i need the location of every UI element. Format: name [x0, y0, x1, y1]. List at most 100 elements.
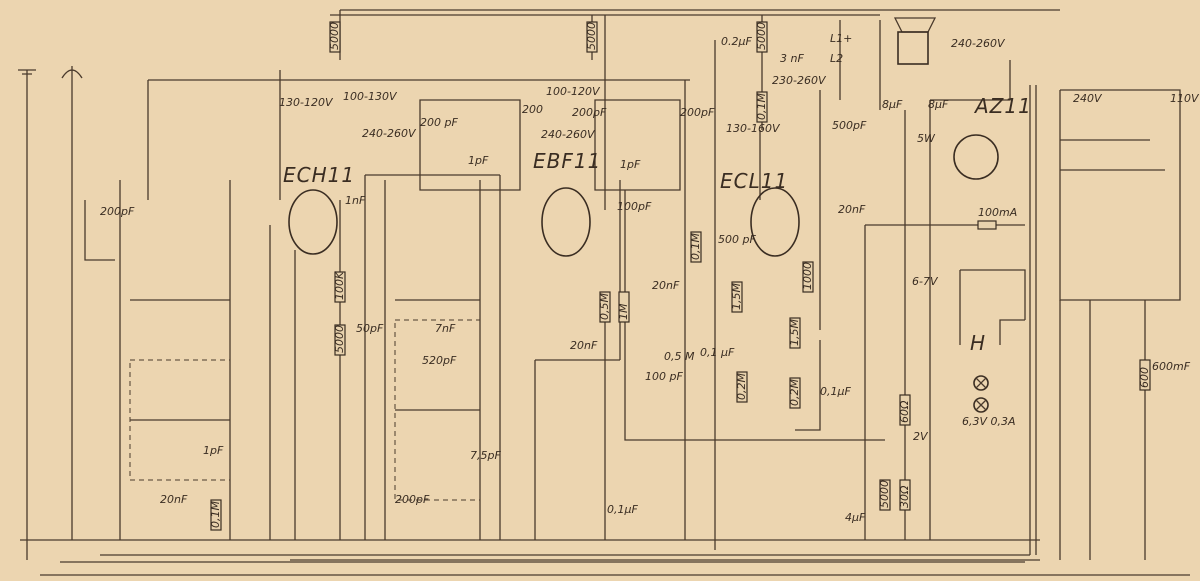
resistor: 0,2M — [788, 377, 801, 409]
ground-icon — [18, 69, 36, 560]
voltage-label: 230-260V — [772, 74, 827, 87]
resistor-label: 0,1M — [689, 233, 702, 260]
mains-selector-label: 110V — [1170, 92, 1200, 105]
capacitor-label: 8µF — [928, 98, 949, 111]
wire — [999, 319, 1025, 345]
tube-label-ebf11: EBF11 — [533, 149, 601, 173]
capacitor-label: 200pF — [572, 106, 607, 119]
resistor: 5000 — [333, 324, 346, 356]
wire — [419, 99, 521, 191]
wire — [960, 269, 1026, 320]
voltage-label: 2V — [913, 430, 929, 443]
capacitor-label: 200 — [522, 103, 543, 116]
capacitor-label: 200pF — [395, 493, 430, 506]
resistor: 0,1M — [689, 231, 702, 263]
resistor-label: 5000 — [755, 22, 768, 50]
resistor-label: 0,2M — [735, 373, 748, 400]
resistor-label: 1000 — [801, 262, 814, 290]
capacitor-label: 7,5pF — [470, 449, 501, 462]
resistor-label: 5W — [917, 132, 936, 145]
resistor-label: 0,5M — [598, 293, 611, 320]
voltage-label: 100-120V — [546, 85, 601, 98]
resistor-label: 1,5M — [730, 283, 743, 310]
capacitor-label: 1pF — [203, 444, 224, 457]
resistor: 5000 — [878, 479, 891, 511]
capacitor-label: 0,1µF — [820, 385, 851, 398]
resistor: 0,5M — [598, 291, 611, 323]
resistor: 1,5M — [788, 317, 801, 349]
tube-ecl11: ECL11 — [720, 169, 800, 257]
capacitor-label: 7nF — [435, 322, 456, 335]
resistor: 30Ω — [898, 479, 911, 511]
resistor: 1,5M — [730, 281, 743, 313]
capacitor-label: 1pF — [468, 154, 489, 167]
tube-label-ecl11: ECL11 — [720, 169, 788, 193]
resistor: 60Ω — [898, 394, 911, 426]
voltage-label: 240-260V — [541, 128, 596, 141]
capacitor-label: 50pF — [356, 322, 384, 335]
capacitor-label: 1nF — [345, 194, 366, 207]
shield-outline — [394, 319, 481, 501]
capacitor-label: 0.2µF — [721, 35, 752, 48]
wire — [594, 99, 681, 191]
wires — [20, 9, 1190, 576]
resistor-label: 0,1M — [209, 501, 222, 528]
volume-pot-label: 0,5 M — [664, 350, 695, 363]
capacitor-label: 500 pF — [718, 233, 756, 246]
capacitor-label: 1pF — [620, 158, 641, 171]
capacitor-label: 200pF — [680, 106, 715, 119]
resistor-label: 60Ω — [898, 400, 911, 423]
tube-ebf11: EBF11 — [533, 149, 601, 257]
capacitor-label: 8µF — [882, 98, 903, 111]
resistor-label: 1M — [617, 303, 630, 320]
coil-label: L1+ — [830, 32, 852, 45]
voltage-label: 240-260V — [951, 37, 1006, 50]
wire — [795, 340, 821, 431]
voltage-label: 130-160V — [726, 122, 781, 135]
tube-az11: AZ11 — [953, 94, 1032, 180]
resistor-label: 30Ω — [898, 485, 911, 508]
voltage-label: 100-130V — [343, 90, 398, 103]
resistor-label: 5000 — [328, 22, 341, 50]
resistor: 1000 — [801, 261, 814, 293]
resistor: 0,1M — [209, 499, 222, 531]
resistor-label: 1,5M — [788, 319, 801, 346]
capacitor-label: 520pF — [422, 354, 457, 367]
resistor: 100K — [333, 271, 346, 303]
capacitor-label: 500pF — [832, 119, 867, 132]
capacitor-label: 200pF — [100, 205, 135, 218]
wire — [84, 200, 115, 261]
speaker-icon — [893, 17, 937, 65]
capacitor-label: 20nF — [160, 493, 188, 506]
resistor-label: 100K — [333, 271, 346, 300]
lamp-label: 6,3V 0,3A — [962, 415, 1016, 428]
capacitor-label: 100pF — [617, 200, 652, 213]
capacitor-label: 600mF — [1152, 360, 1191, 373]
tube-label-az11: AZ11 — [973, 94, 1032, 118]
heater-label: H — [970, 331, 986, 355]
resistor: 5000 — [328, 21, 341, 53]
capacitor-label: 20nF — [570, 339, 598, 352]
voltage-label: 130-120V — [279, 96, 334, 109]
voltage-label: 6-7V — [912, 275, 939, 288]
wire — [930, 60, 1011, 101]
resistor-label: 5000 — [333, 325, 346, 353]
wire — [624, 190, 885, 441]
capacitor-label: 100 pF — [645, 370, 683, 383]
capacitor-label: 200 pF — [420, 116, 458, 129]
resistor-label: 5000 — [878, 480, 891, 508]
resistor: 5000 — [755, 21, 768, 53]
capacitor-label: 0,1µF — [607, 503, 638, 516]
tube-label-ech11: ECH11 — [283, 163, 355, 187]
dial-lamp-icon — [973, 375, 989, 413]
resistor: 1M — [617, 291, 630, 323]
capacitor-label: 0,1 µF — [700, 346, 735, 359]
voltage-label: 240-260V — [362, 127, 417, 140]
capacitor-label: 4µF — [845, 511, 866, 524]
capacitor-label: 3 nF — [780, 52, 804, 65]
resistor-label: 5000 — [585, 22, 598, 50]
coil-label: L2 — [830, 52, 843, 65]
resistor-label: 0,1M — [755, 93, 768, 120]
resistor: 5000 — [585, 21, 598, 53]
